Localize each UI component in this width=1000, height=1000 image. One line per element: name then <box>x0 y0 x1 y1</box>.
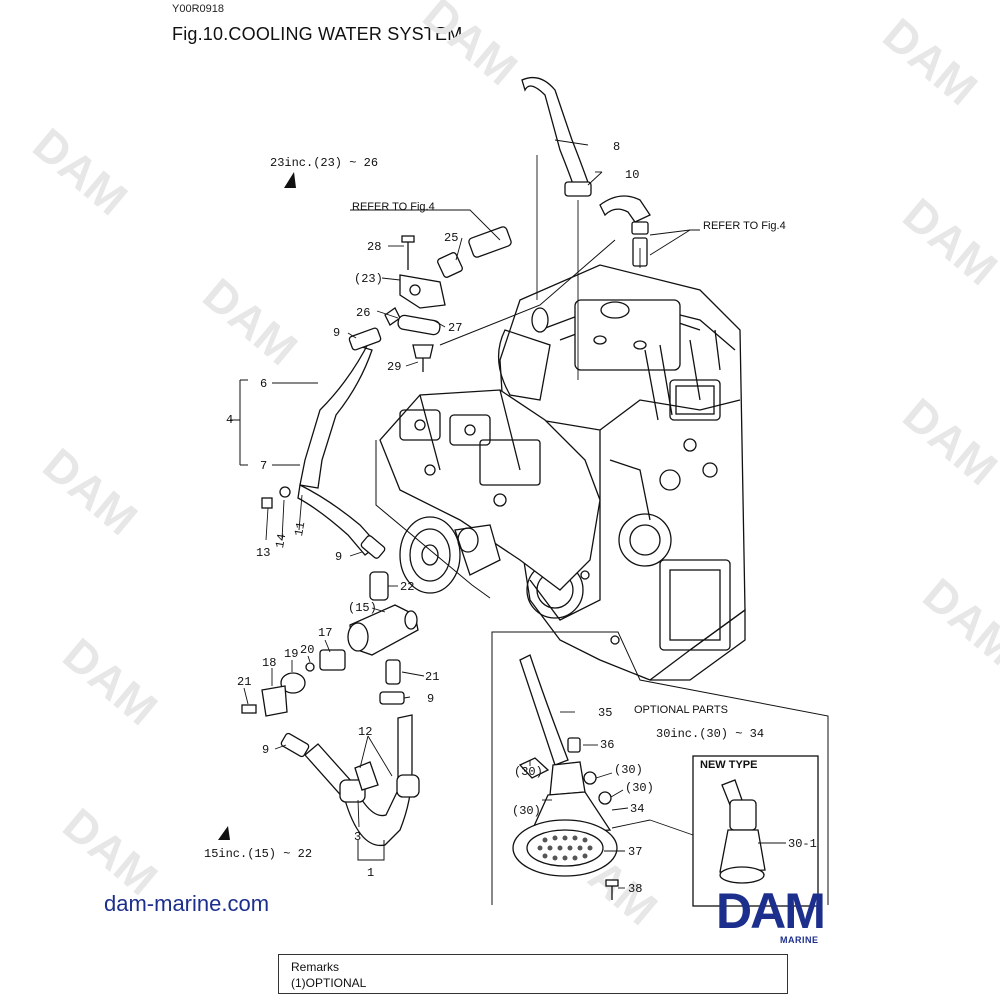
remarks-title: Remarks <box>291 960 340 974</box>
water-pump-pulley <box>399 516 501 594</box>
watermark: DAM <box>54 628 168 735</box>
part-label: (30) <box>514 765 543 779</box>
part-label: 9 <box>427 692 434 706</box>
part-label: 14 <box>273 533 289 550</box>
watermark: DAM <box>34 438 148 545</box>
part-label: 9 <box>333 326 340 340</box>
part-label: 7 <box>260 459 267 473</box>
part-label: (30) <box>512 804 541 818</box>
website-link[interactable]: dam-marine.com <box>104 891 270 916</box>
strainer-grid <box>537 835 593 861</box>
part-label: 9 <box>262 743 269 757</box>
left-hose-assembly <box>261 327 386 559</box>
refer-label: REFER TO Fig.4 <box>352 201 435 213</box>
part-label: 36 <box>600 738 614 752</box>
watermark: DAM <box>194 268 308 375</box>
part-label: 21 <box>425 670 439 684</box>
group-label: 30inc.(30) ~ 34 <box>656 727 764 741</box>
watermark: DAM <box>914 568 1000 675</box>
part-label: 27 <box>448 321 462 335</box>
watermark: DAM <box>894 388 1000 495</box>
part-label: 29 <box>387 360 401 374</box>
group-frames <box>230 239 829 905</box>
part-label: 4 <box>226 413 233 427</box>
lower-hose-assembly <box>280 714 420 847</box>
part-label: 38 <box>628 882 642 896</box>
document-code: Y00R0918 <box>172 3 224 15</box>
optional-strainer <box>512 654 619 900</box>
group-label: 15inc.(15) ~ 22 <box>204 847 312 861</box>
part-label: 13 <box>256 546 270 560</box>
group-arrows <box>218 172 296 840</box>
remarks-item: (1)OPTIONAL <box>291 976 367 990</box>
timing-case <box>379 389 601 591</box>
watermark: DAM <box>54 798 168 905</box>
part-label: 21 <box>237 675 251 689</box>
figure-title: Fig.10.COOLING WATER SYSTEM <box>172 24 463 44</box>
upper-hose-assembly <box>521 76 651 267</box>
part-label: 30-1 <box>788 837 817 851</box>
part-label: 10 <box>625 168 639 182</box>
part-label: 35 <box>598 706 612 720</box>
part-label: 12 <box>358 725 372 739</box>
part-label: 34 <box>630 802 644 816</box>
thermostat-cover-parts <box>384 226 512 372</box>
part-label: 8 <box>613 140 620 154</box>
part-label: 20 <box>300 643 314 657</box>
part-label: 22 <box>400 580 414 594</box>
group-label: 23inc.(23) ~ 26 <box>270 156 378 170</box>
part-label: (30) <box>625 781 654 795</box>
part-label: 19 <box>284 647 298 661</box>
part-label: 3 <box>354 830 361 844</box>
t-joint-assembly <box>241 571 419 717</box>
part-label: 9 <box>335 550 342 564</box>
part-label: 6 <box>260 377 267 391</box>
part-label: (30) <box>614 763 643 777</box>
part-label: 1 <box>367 866 374 880</box>
part-label: 11 <box>292 521 308 538</box>
optional-parts-label: OPTIONAL PARTS <box>634 704 728 716</box>
part-label: 37 <box>628 845 642 859</box>
leader-lines <box>243 139 786 889</box>
part-label: (15) <box>348 601 377 615</box>
dam-logo: DAM <box>716 883 824 939</box>
part-label: 17 <box>318 626 332 640</box>
logo-subtitle: MARINE <box>780 935 819 945</box>
part-label: 18 <box>262 656 276 670</box>
new-type-valve <box>692 755 819 907</box>
part-label: 26 <box>356 306 370 320</box>
part-label: 25 <box>444 231 458 245</box>
new-type-label: NEW TYPE <box>700 759 757 771</box>
watermark: DAM <box>414 0 528 95</box>
watermark: DAM <box>874 8 988 115</box>
part-labels: 8 10 REFER TO Fig.4 REFER TO Fig.4 23inc… <box>204 140 817 896</box>
part-label: 28 <box>367 240 381 254</box>
refer-label: REFER TO Fig.4 <box>703 220 786 232</box>
watermark: DAM <box>894 188 1000 295</box>
watermark: DAM <box>24 118 138 225</box>
remarks-box: Remarks (1)OPTIONAL <box>278 954 788 994</box>
part-label: (23) <box>354 272 383 286</box>
